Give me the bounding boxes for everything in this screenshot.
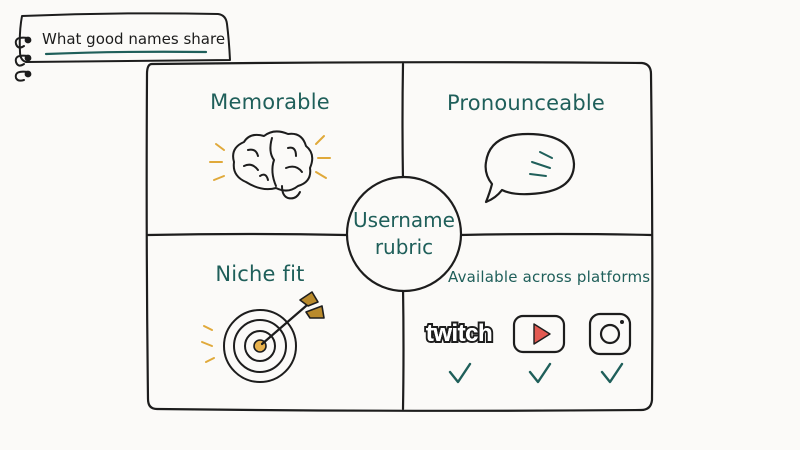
center-label-line1: Username	[353, 208, 455, 232]
speech-bubble-icon	[484, 132, 576, 204]
header-label: What good names share	[42, 30, 226, 48]
platform-checks	[448, 362, 624, 384]
instagram-camera-icon	[588, 312, 632, 356]
youtube-check-icon	[528, 362, 552, 384]
quadrant-title-niche-fit: Niche fit	[215, 262, 305, 286]
center-label-line2: rubric	[374, 235, 434, 259]
spiral-binding-icon	[14, 36, 32, 82]
youtube-play-icon	[512, 314, 566, 354]
center-circle	[345, 175, 463, 293]
quadrant-title-pronounceable: Pronounceable	[446, 91, 606, 115]
speech-lines	[529, 151, 553, 177]
quadrant-title-memorable: Memorable	[210, 90, 330, 114]
svg-text:twitch: twitch	[426, 320, 492, 347]
brain-icon	[232, 130, 314, 200]
quadrant-title-available: Available across platforms	[448, 268, 651, 286]
target-dart-icon	[223, 291, 325, 383]
rubric-grid	[145, 61, 654, 412]
memorable-spark-lines	[209, 135, 331, 181]
twitch-check-icon	[448, 362, 472, 384]
center-label: Username rubric	[346, 207, 462, 261]
header-notebook-tab	[18, 12, 231, 63]
niche-spark-lines	[201, 325, 215, 363]
svg-text:twitch: twitch	[426, 320, 492, 347]
instagram-check-icon	[600, 362, 624, 384]
twitch-logo-icon: twitch twitch	[424, 318, 495, 349]
